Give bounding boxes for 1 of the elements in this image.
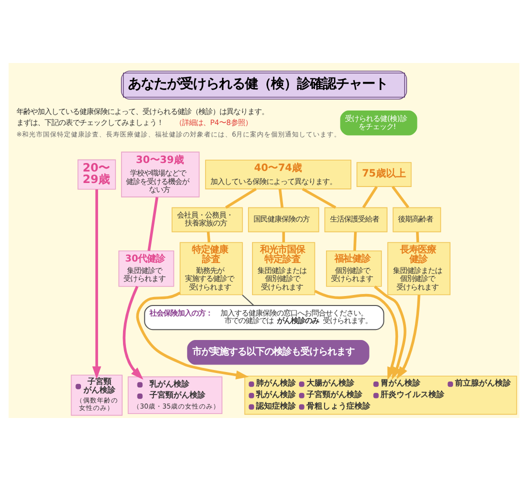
diagram-title: あなたが受けられる健（検）診確認チャート: [128, 76, 388, 92]
